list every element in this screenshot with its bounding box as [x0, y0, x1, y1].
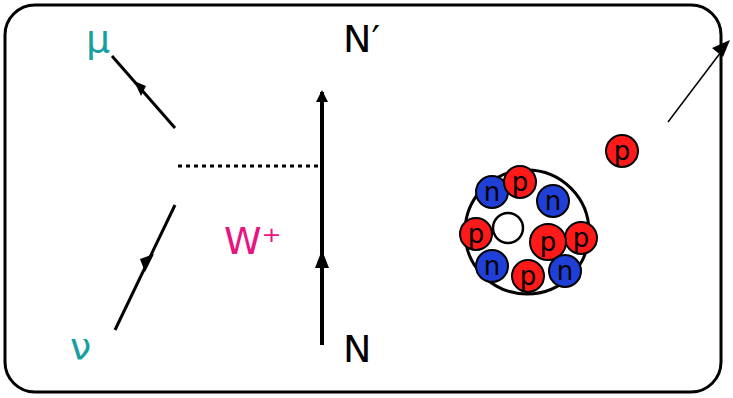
nucleon-letter: p [520, 263, 537, 289]
muon-line [112, 56, 175, 128]
frame [5, 5, 721, 392]
nucleon-circle: n [536, 184, 570, 218]
nucleon-circle: p [564, 221, 598, 255]
nucleon-letter: n [557, 258, 573, 284]
nucleon-label: N′ [343, 20, 380, 58]
particle-label: μ [86, 20, 110, 58]
nucleon-letter: n [484, 253, 500, 279]
nucleon-circle: p [605, 134, 639, 168]
nucleon-circle: p [503, 165, 537, 199]
boson-label: W⁺ [224, 222, 282, 260]
nucleon-circle: p [459, 217, 493, 251]
ejection-arrow [712, 40, 730, 57]
nucleon-letter: p [468, 221, 485, 247]
boson-line [178, 165, 318, 168]
nucleon-line [320, 92, 324, 345]
nucleon-letter: n [484, 179, 500, 205]
nucleon-letter: p [540, 229, 557, 255]
neutrino-arrow [140, 254, 154, 272]
particle-label: ν [70, 328, 91, 366]
nucleon-circle: n [475, 249, 509, 283]
nucleon-label: N [343, 330, 371, 368]
nucleon-letter: p [573, 225, 590, 251]
nucleon-circle: p [511, 259, 545, 293]
nucleon-arrow [315, 250, 329, 268]
muon-arrow [134, 81, 146, 96]
neutrino-line [115, 205, 175, 330]
nucleon-circle: n [548, 254, 582, 288]
ejection-line [668, 48, 724, 122]
nucleon-letter: p [512, 169, 529, 195]
nucleon-letter: n [545, 188, 561, 214]
vacancy [493, 213, 523, 243]
nucleon-letter: p [614, 138, 631, 164]
